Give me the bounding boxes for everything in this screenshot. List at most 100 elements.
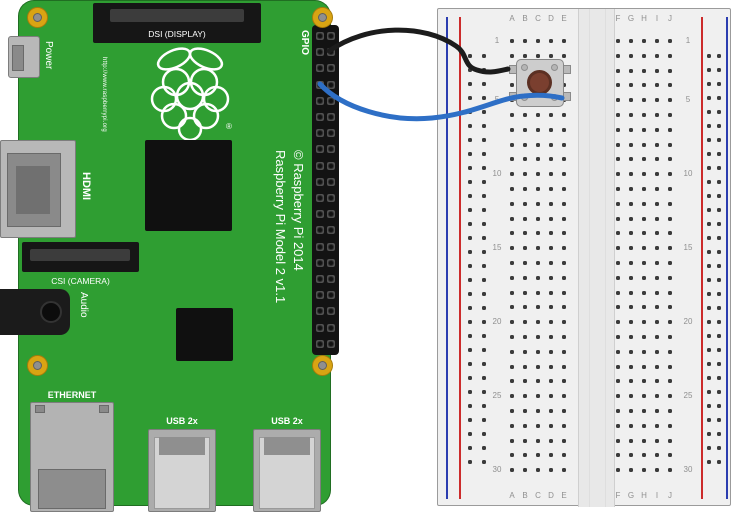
- breadboard-hole: [523, 453, 527, 458]
- breadboard-hole: [510, 364, 514, 369]
- hdmi-connector: [0, 140, 76, 238]
- power-rail-hole: [707, 110, 711, 114]
- breadboard-hole: [655, 438, 659, 443]
- breadboard-hole: [536, 468, 540, 473]
- breadboard-hole: [523, 290, 527, 295]
- breadboard-hole: [536, 409, 540, 413]
- power-rail-hole: [707, 376, 711, 380]
- breadboard-hole: [549, 409, 553, 413]
- breadboard-column-label: B: [522, 14, 528, 23]
- power-rail-hole: [707, 404, 711, 408]
- breadboard-hole: [562, 172, 566, 177]
- breadboard-column-label: D: [548, 491, 554, 500]
- breadboard-hole: [629, 423, 633, 428]
- breadboard-hole: [668, 83, 672, 88]
- power-rail-hole: [468, 250, 472, 254]
- breadboard-hole: [629, 261, 633, 265]
- breadboard-hole: [523, 157, 527, 162]
- gpio-pin: [327, 339, 335, 348]
- power-rail-hole: [482, 208, 486, 212]
- breadboard-hole: [510, 453, 514, 458]
- power-rail-hole: [707, 250, 711, 254]
- breadboard-hole: [536, 53, 540, 58]
- breadboard-hole: [549, 423, 553, 428]
- breadboard-hole: [536, 216, 540, 221]
- gpio-header: [312, 25, 339, 355]
- power-rail-hole: [707, 320, 711, 324]
- power-rail-hole: [468, 362, 472, 366]
- breadboard-hole: [523, 216, 527, 221]
- breadboard-hole: [655, 423, 659, 428]
- breadboard-hole: [616, 261, 620, 265]
- breadboard-hole: [642, 468, 646, 473]
- breadboard-row-number: 30: [492, 465, 502, 475]
- breadboard-hole: [510, 379, 514, 384]
- power-rail-hole: [707, 362, 711, 366]
- breadboard-hole: [642, 157, 646, 162]
- breadboard-hole: [510, 409, 514, 413]
- breadboard-hole: [668, 394, 672, 399]
- power-rail-hole: [717, 376, 721, 380]
- breadboard-hole: [523, 39, 527, 43]
- mounting-hole-bottom-left: [26, 354, 48, 376]
- breadboard-hole: [536, 275, 540, 280]
- gpio-pin: [315, 32, 324, 40]
- breadboard-hole: [536, 379, 540, 384]
- breadboard-hole: [536, 349, 540, 354]
- power-rail-hole: [717, 292, 721, 296]
- power-rail-hole: [482, 292, 486, 296]
- gpio-pin: [315, 64, 324, 73]
- breadboard-hole: [562, 305, 566, 310]
- power-rail-hole: [717, 138, 721, 142]
- breadboard-row-number: 20: [492, 317, 502, 327]
- breadboard-hole: [562, 349, 566, 354]
- button-corner-pin: [521, 64, 528, 71]
- breadboard-hole: [562, 187, 566, 191]
- breadboard-hole: [523, 305, 527, 310]
- breadboard-hole: [668, 290, 672, 295]
- breadboard-hole: [523, 127, 527, 132]
- breadboard-hole: [655, 53, 659, 58]
- breadboard-hole: [549, 320, 553, 325]
- breadboard-hole: [642, 349, 646, 354]
- gpio-pin: [315, 161, 324, 170]
- power-rail-hole: [482, 348, 486, 352]
- gpio-pin: [315, 242, 324, 251]
- breadboard-column-label: E: [561, 491, 567, 500]
- right-rail-blue-line: [726, 17, 728, 499]
- power-rail-hole: [707, 432, 711, 436]
- power-rail-hole: [468, 320, 472, 324]
- audio-jack: [0, 289, 70, 335]
- breadboard-hole: [562, 335, 566, 339]
- breadboard-row-number: 25: [683, 391, 693, 401]
- breadboard-hole: [668, 127, 672, 132]
- power-rail-hole: [482, 404, 486, 408]
- breadboard-hole: [510, 201, 514, 206]
- breadboard-hole: [510, 423, 514, 428]
- gpio-pin: [327, 32, 335, 40]
- breadboard-hole: [536, 246, 540, 251]
- breadboard-hole: [668, 261, 672, 265]
- breadboard-hole: [629, 394, 633, 399]
- breadboard-hole: [642, 68, 646, 73]
- power-rail-hole: [707, 166, 711, 170]
- breadboard-hole: [642, 261, 646, 265]
- power-rail-hole: [482, 110, 486, 114]
- breadboard-hole: [655, 172, 659, 177]
- breadboard-hole: [655, 275, 659, 280]
- gpio-pin: [327, 226, 335, 235]
- breadboard-hole: [668, 409, 672, 413]
- breadboard-hole: [655, 290, 659, 295]
- power-rail-hole: [468, 194, 472, 198]
- breadboard-hole: [642, 187, 646, 191]
- csi-label: CSI (CAMERA): [51, 276, 110, 286]
- breadboard-hole: [549, 187, 553, 191]
- breadboard-column-label: B: [522, 491, 528, 500]
- power-rail-hole: [468, 236, 472, 240]
- breadboard-hole: [562, 231, 566, 236]
- breadboard-hole: [629, 53, 633, 58]
- breadboard-column-label: I: [655, 14, 659, 23]
- gpio-pin: [315, 145, 324, 154]
- hdmi-connector-slot: [16, 166, 50, 214]
